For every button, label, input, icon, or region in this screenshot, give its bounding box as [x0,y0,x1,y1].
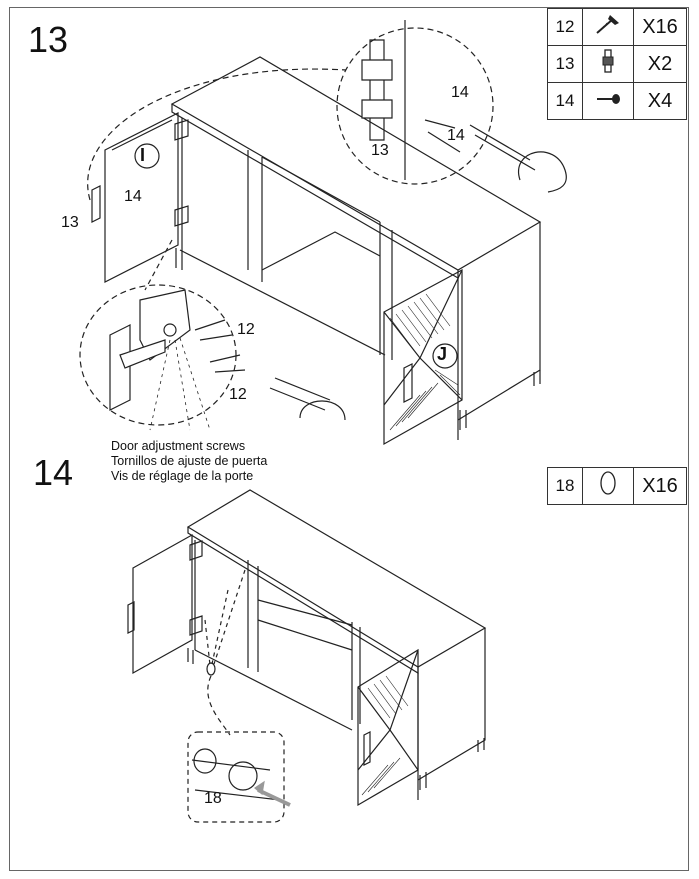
door-adjustment-note: Door adjustment screws Tornillos de ajus… [111,439,267,484]
parts-table-step-14: 18 X16 [547,467,687,505]
hinge-plate-icon [582,45,634,83]
door-pattern-step-14 [361,675,409,796]
step-14-number: 14 [33,452,74,493]
arrow-icon [257,788,291,807]
callout-14: 14 [124,188,142,205]
part-qty: X2 [633,45,687,83]
part-qty: X16 [633,8,687,46]
rotate-arrow-icon [517,151,567,193]
note-es: Tornillos de ajuste de puerta [111,454,268,468]
note-en: Door adjustment screws [111,439,246,453]
callout-13: 13 [61,214,79,231]
door-j-pattern [389,293,461,431]
part-qty: X4 [633,82,687,120]
part-qty: X16 [633,467,687,505]
cabinet-step-13 [104,56,542,446]
screw-icon [582,8,634,46]
callout-12: 12 [229,386,247,403]
note-fr: Vis de réglage de la porte [111,469,254,483]
small-screw-icon [582,82,634,120]
step-13-number: 13 [28,19,69,60]
hinge-detail-circle [336,27,494,185]
bumper-pad-icon [582,467,634,505]
callout-18: 18 [204,790,222,807]
cabinet-step-14 [127,489,487,807]
screwdriver-icon [269,377,331,411]
screwdriver-icon [469,124,536,171]
rotate-arrow-icon [299,400,346,421]
callout-14: 14 [451,84,469,101]
callout-14: 14 [447,127,465,144]
parts-table-step-13: 12 X16 13 X2 14 X4 [547,8,687,120]
pad-detail-box [187,731,285,823]
page-frame [9,7,689,871]
adjust-detail-circle [79,284,237,426]
parts-row: 14 X4 [547,82,687,120]
door-j-label: J [437,344,448,364]
hinge-plate-detail [361,20,406,180]
callout-13: 13 [371,142,389,159]
hinge-adjust-detail [109,289,246,411]
screw-icon [424,119,461,153]
parts-row: 18 X16 [547,467,687,505]
parts-row: 13 X2 [547,45,687,83]
door-i-label: I [140,145,146,165]
part-id: 18 [547,467,583,505]
part-id: 14 [547,82,583,120]
callout-12: 12 [237,321,255,338]
